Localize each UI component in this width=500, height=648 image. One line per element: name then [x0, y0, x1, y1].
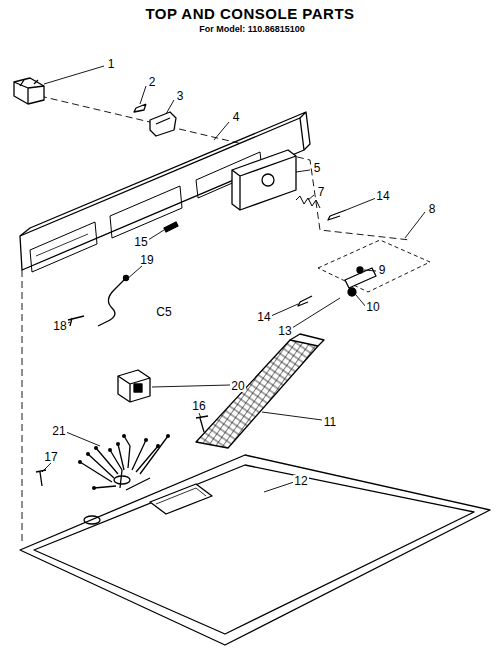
callout-number: 14 — [256, 311, 271, 323]
callout-number: 15 — [133, 236, 148, 248]
callout-number: 12 — [293, 475, 308, 487]
callout-number: 8 — [428, 203, 437, 215]
callout-number: 9 — [378, 264, 387, 276]
callout-number: 14 — [375, 190, 390, 202]
callout-number: 20 — [230, 380, 245, 392]
callout-number: 5 — [313, 162, 322, 174]
callout-number: 10 — [365, 301, 380, 313]
callout-number: 19 — [139, 254, 154, 266]
callout-number: 4 — [232, 111, 241, 123]
callout-number: 7 — [317, 186, 326, 198]
callout-number: 18 — [52, 320, 67, 332]
callout-number: 1 — [107, 58, 116, 70]
callout-number: 17 — [43, 451, 58, 463]
callout-number: 21 — [51, 425, 66, 437]
callout-number: 11 — [323, 416, 337, 428]
callout-number: 13 — [277, 325, 292, 337]
callout-number: 16 — [191, 400, 206, 412]
diagram-title: TOP AND CONSOLE PARTS — [145, 6, 354, 21]
callout-number: C5 — [155, 306, 172, 318]
model-number: For Model: 110.86815100 — [199, 25, 305, 34]
callout-number: 2 — [148, 76, 157, 88]
callout-number: 3 — [176, 90, 185, 102]
